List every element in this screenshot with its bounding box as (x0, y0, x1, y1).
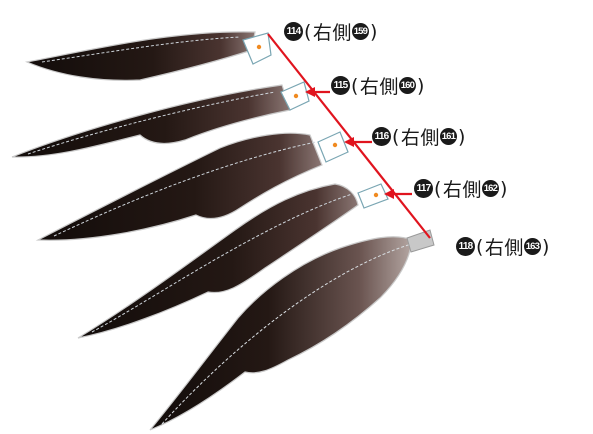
label-feather-115: 115 ( 右側 160 ) (331, 72, 426, 99)
paren-close: ) (500, 178, 508, 200)
quill-tag-4 (358, 184, 388, 208)
paren-open: ( (392, 126, 400, 148)
marker-dot-4 (374, 193, 378, 197)
paren-close: ) (542, 236, 550, 258)
quill-tag-5 (407, 230, 434, 252)
number-badge-115: 115 (331, 76, 350, 95)
label-feather-117: 117 ( 右側 162 ) (414, 175, 509, 202)
quill-tag-3 (318, 132, 348, 162)
label-feather-116: 116 ( 右側 161 ) (372, 123, 467, 150)
marker-dot-2 (294, 94, 298, 98)
number-badge-161: 161 (440, 128, 457, 145)
marker-dot-3 (333, 143, 337, 147)
paren-open: ( (351, 75, 359, 97)
number-badge-159: 159 (352, 23, 369, 40)
number-badge-162: 162 (482, 180, 499, 197)
number-badge-117: 117 (414, 179, 433, 198)
number-badge-116: 116 (372, 127, 391, 146)
label-feather-114: 114 ( 右側 159 ) (284, 18, 379, 45)
right-side-text: 右側 (485, 233, 524, 260)
number-badge-114: 114 (284, 22, 303, 41)
paren-open: ( (304, 21, 312, 43)
number-badge-163: 163 (524, 238, 541, 255)
marker-dot-1 (257, 45, 261, 49)
right-side-text: 右側 (401, 123, 440, 150)
right-side-text: 右側 (360, 72, 399, 99)
paren-close: ) (370, 21, 378, 43)
right-side-text: 右側 (313, 18, 352, 45)
number-badge-118: 118 (456, 237, 475, 256)
paren-open: ( (476, 236, 484, 258)
feather-1 (27, 32, 271, 81)
number-badge-160: 160 (399, 77, 416, 94)
paren-open: ( (434, 178, 442, 200)
paren-close: ) (458, 126, 466, 148)
paren-close: ) (417, 75, 425, 97)
label-feather-118: 118 ( 右側 163 ) (456, 233, 551, 260)
right-side-text: 右側 (443, 175, 482, 202)
